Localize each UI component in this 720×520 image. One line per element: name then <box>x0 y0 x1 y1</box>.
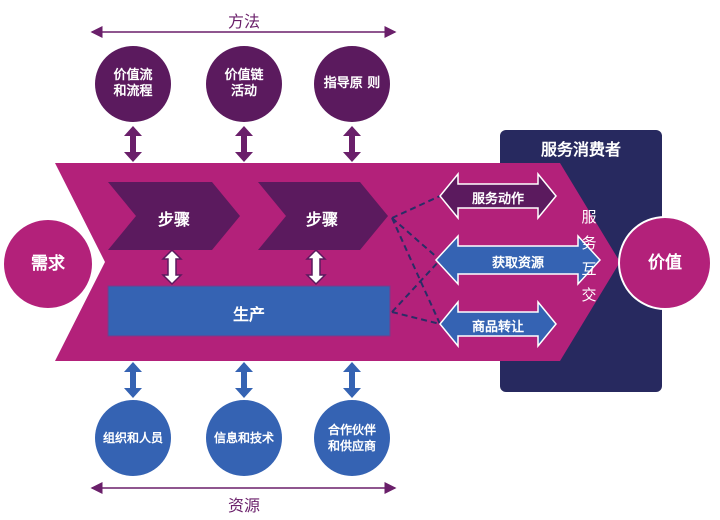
method-circle-label: 指导原 则 <box>323 76 381 91</box>
demand-label: 需求 <box>31 254 65 274</box>
method-connector-arrows <box>124 126 361 162</box>
action-label-service-action: 服务动作 <box>471 192 524 207</box>
demand-circle: 需求 <box>2 218 94 310</box>
method-circle-guiding-principles: 指导原 则 <box>314 46 390 122</box>
production-bar <box>107 285 391 337</box>
resource-circle-people: 组织和人员 <box>95 400 171 476</box>
service-interaction-text: 服务互交 <box>581 208 597 304</box>
method-circle-label: 价值流 和流程 <box>113 68 153 99</box>
resource-connector-arrows <box>124 362 361 398</box>
action-label-goods-transfer: 商品转让 <box>471 320 524 335</box>
resource-circle-partners: 合作伙伴 和供应商 <box>314 400 390 476</box>
resource-circle-info-tech: 信息和技术 <box>206 400 282 476</box>
value-label: 价值 <box>648 253 682 273</box>
production-label: 生产 <box>232 305 265 324</box>
step-production-arrow-2 <box>305 248 327 286</box>
method-circle-value-stream: 价值流 和流程 <box>95 46 171 122</box>
action-arrow-1 <box>439 171 557 221</box>
method-circle-value-chain: 价值链 活动 <box>206 46 282 122</box>
step-label-1: 步骤 <box>157 210 190 229</box>
resource-circle-label: 合作伙伴 和供应商 <box>327 423 376 453</box>
dashed-connectors <box>391 195 441 325</box>
action-label-get-resources: 获取资源 <box>491 256 544 271</box>
resources-label: 资源 <box>227 496 260 515</box>
step-chevron-2 <box>258 182 388 250</box>
resource-circle-label: 信息和技术 <box>213 431 274 445</box>
step-production-arrow-1 <box>161 248 183 286</box>
value-circle: 价值 <box>618 216 712 310</box>
action-arrow-3 <box>439 299 557 349</box>
step-label-2: 步骤 <box>305 210 338 229</box>
methods-label: 方法 <box>227 12 260 31</box>
method-circle-label: 价值链 活动 <box>224 68 264 99</box>
step-chevron-1 <box>108 182 240 250</box>
resource-circle-label: 组织和人员 <box>102 431 163 445</box>
service-consumer-title: 服务消费者 <box>540 140 621 159</box>
action-arrow-2 <box>434 234 602 286</box>
